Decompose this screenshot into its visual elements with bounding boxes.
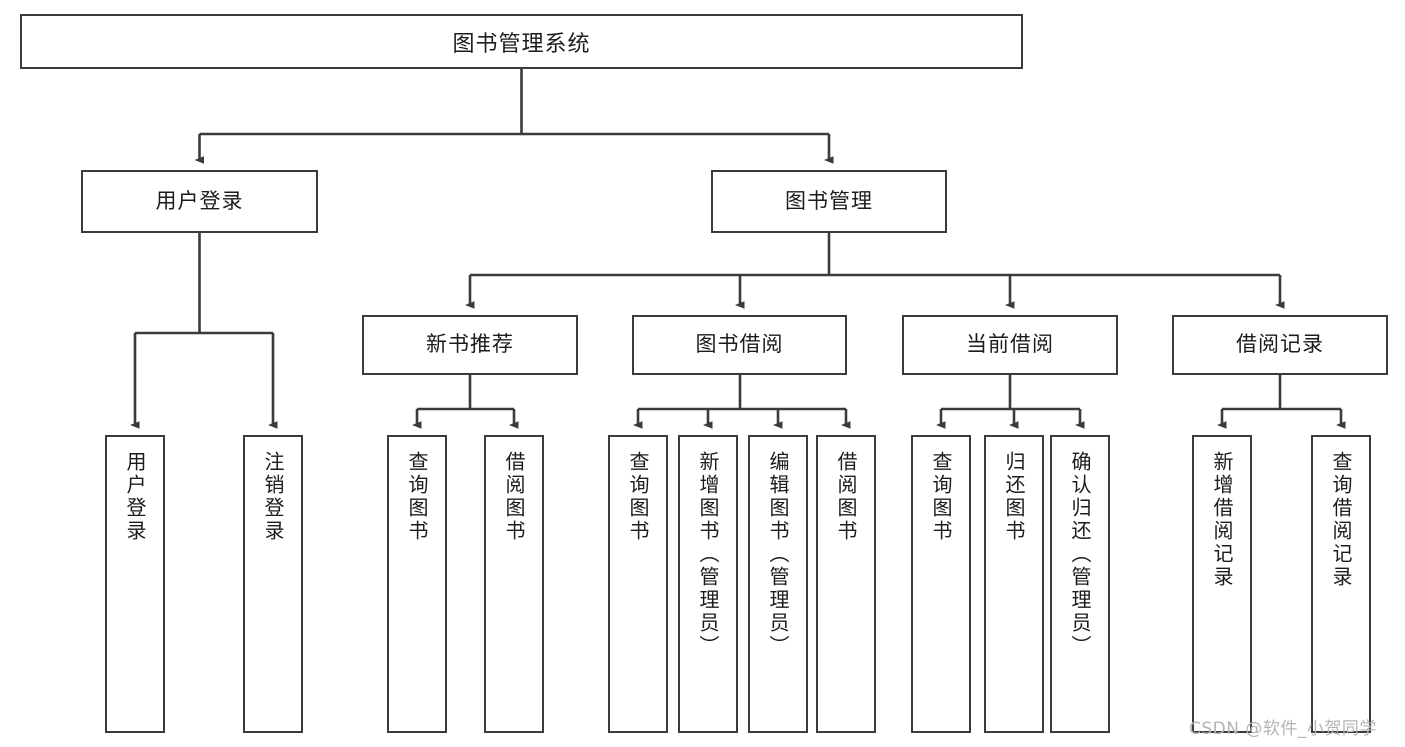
node-level3-3[interactable]: 借阅记录 — [1172, 315, 1388, 375]
node-leaf-5-label: 新增图书（管理员） — [696, 451, 720, 658]
node-leaf-12-label: 查询借阅记录 — [1329, 451, 1353, 589]
node-level2-0[interactable]: 用户登录 — [81, 170, 318, 233]
node-leaf-7-label: 借阅图书 — [834, 451, 858, 543]
node-level2-0-label: 用户登录 — [155, 188, 244, 213]
node-leaf-6[interactable]: 编辑图书（管理员） — [748, 435, 808, 733]
node-root[interactable]: 图书管理系统 — [20, 14, 1023, 69]
node-level3-2-label: 当前借阅 — [966, 332, 1054, 357]
node-leaf-4[interactable]: 查询图书 — [608, 435, 668, 733]
node-level3-0-label: 新书推荐 — [426, 332, 514, 357]
node-leaf-3[interactable]: 借阅图书 — [484, 435, 544, 733]
node-leaf-10-label: 确认归还（管理员） — [1068, 451, 1092, 658]
node-leaf-8[interactable]: 查询图书 — [911, 435, 971, 733]
node-leaf-7[interactable]: 借阅图书 — [816, 435, 876, 733]
node-leaf-2-label: 查询图书 — [405, 451, 429, 543]
node-leaf-2[interactable]: 查询图书 — [387, 435, 447, 733]
node-leaf-5[interactable]: 新增图书（管理员） — [678, 435, 738, 733]
node-level2-1[interactable]: 图书管理 — [711, 170, 947, 233]
node-leaf-0[interactable]: 用户登录 — [105, 435, 165, 733]
node-leaf-0-label: 用户登录 — [123, 451, 147, 543]
node-leaf-11[interactable]: 新增借阅记录 — [1192, 435, 1252, 733]
node-leaf-9[interactable]: 归还图书 — [984, 435, 1044, 733]
node-leaf-8-label: 查询图书 — [929, 451, 953, 543]
node-leaf-1-label: 注销登录 — [261, 451, 285, 543]
node-root-label: 图书管理系统 — [452, 31, 591, 57]
node-level2-1-label: 图书管理 — [785, 188, 873, 213]
node-leaf-4-label: 查询图书 — [626, 451, 650, 543]
node-level3-2[interactable]: 当前借阅 — [902, 315, 1118, 375]
node-level3-3-label: 借阅记录 — [1236, 332, 1324, 357]
node-level3-0[interactable]: 新书推荐 — [362, 315, 578, 375]
node-level3-1[interactable]: 图书借阅 — [632, 315, 847, 375]
node-leaf-6-label: 编辑图书（管理员） — [766, 451, 790, 658]
node-leaf-3-label: 借阅图书 — [502, 451, 526, 543]
node-leaf-12[interactable]: 查询借阅记录 — [1311, 435, 1371, 733]
node-leaf-11-label: 新增借阅记录 — [1210, 451, 1234, 589]
csdn-watermark: CSDN @软件_小贺同学 — [1189, 719, 1377, 739]
node-leaf-1[interactable]: 注销登录 — [243, 435, 303, 733]
node-level3-1-label: 图书借阅 — [695, 332, 784, 357]
node-leaf-10[interactable]: 确认归还（管理员） — [1050, 435, 1110, 733]
node-leaf-9-label: 归还图书 — [1002, 451, 1026, 543]
